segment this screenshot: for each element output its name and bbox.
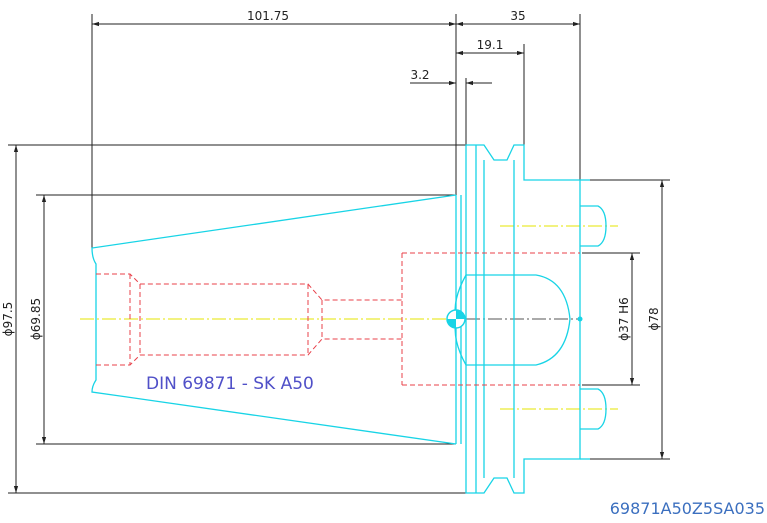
tool-holder-outline	[91, 144, 607, 494]
centerlines	[80, 225, 618, 410]
part-number: 69871A50Z5SA035	[610, 499, 765, 518]
dim-groove-depth: 19.1	[477, 38, 504, 52]
dim-bore-dia: ϕ37 H6	[617, 297, 631, 341]
dim-flange-width: 35	[510, 9, 525, 23]
standard-label: DIN 69871 - SK A50	[146, 374, 314, 394]
center-marker-icon	[446, 309, 583, 329]
dim-small-offset: 3.2	[410, 68, 429, 82]
dim-taper-dia: ϕ69.85	[29, 298, 43, 340]
extension-lines	[8, 14, 670, 494]
dim-body-dia: ϕ78	[647, 307, 661, 330]
hidden-bore	[96, 252, 580, 386]
dimension-lines	[13, 21, 665, 493]
dim-outer-dia: ϕ97.5	[1, 302, 15, 337]
dim-length-total: 101.75	[247, 9, 289, 23]
